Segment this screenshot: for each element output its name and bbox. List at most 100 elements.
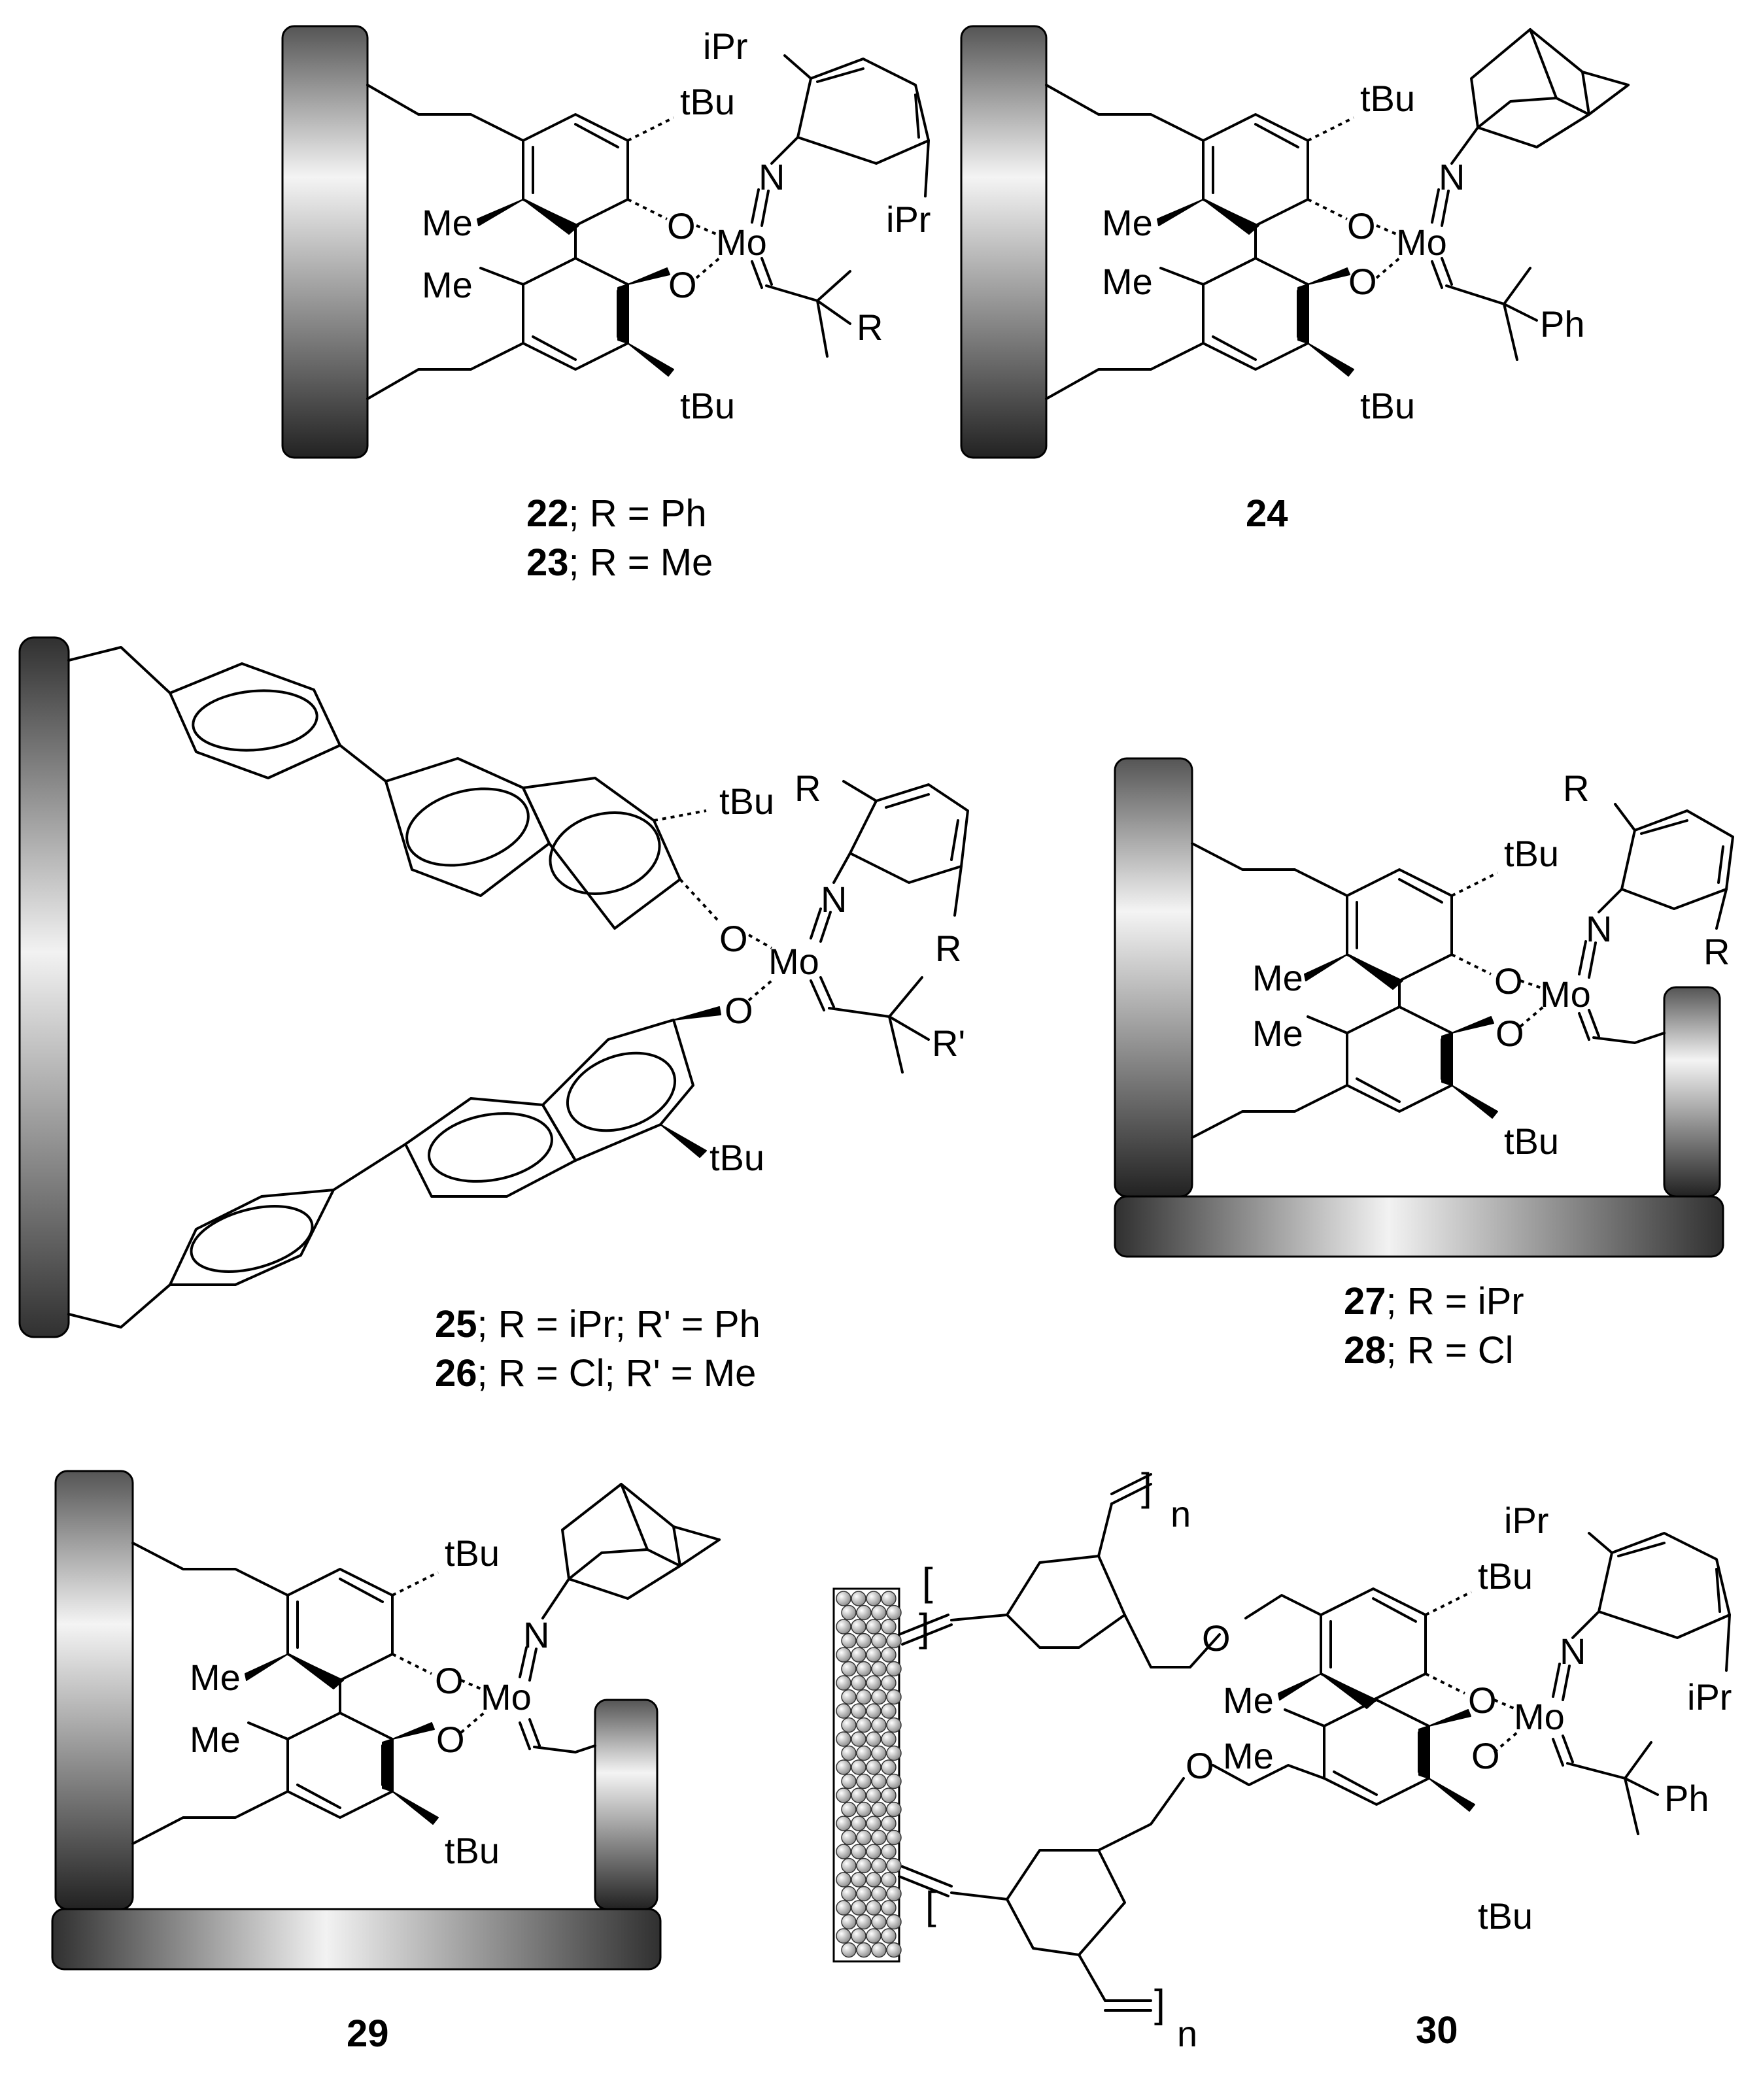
svg-text:]: ] bbox=[919, 1606, 930, 1650]
label-ipr: iPr bbox=[886, 199, 931, 240]
tether-bar bbox=[51, 1908, 662, 1971]
silica-particle bbox=[871, 1942, 887, 1958]
silica-particle bbox=[856, 1801, 872, 1818]
label-me: Me bbox=[422, 264, 473, 305]
silica-particle bbox=[886, 1857, 902, 1874]
silica-particle bbox=[881, 1872, 897, 1888]
silica-particle bbox=[836, 1844, 851, 1859]
label-r: R bbox=[795, 768, 821, 809]
label-tbu: tBu bbox=[445, 1533, 500, 1574]
label-o: O bbox=[435, 1660, 464, 1701]
silica-particle bbox=[841, 1604, 857, 1621]
silica-particle bbox=[886, 1829, 902, 1846]
silica-particle bbox=[886, 1886, 902, 1902]
label-me: Me bbox=[1102, 202, 1153, 243]
caption-27: 27; R = iPr bbox=[1344, 1280, 1524, 1323]
silica-particle bbox=[871, 1717, 887, 1733]
label-me: Me bbox=[1223, 1680, 1274, 1721]
silica-particle bbox=[856, 1689, 872, 1705]
silica-particle bbox=[866, 1591, 881, 1606]
silica-particle bbox=[886, 1633, 902, 1649]
caption-29: 29 bbox=[347, 2012, 389, 2055]
silica-particle bbox=[866, 1900, 881, 1916]
label-o: O bbox=[1496, 1013, 1524, 1054]
silica-particle bbox=[856, 1829, 872, 1846]
label-o-ether: O bbox=[1186, 1745, 1214, 1786]
silica-particle bbox=[836, 1703, 851, 1719]
silica-particle bbox=[871, 1633, 887, 1649]
silica-particle bbox=[836, 1619, 851, 1634]
label-o: O bbox=[1494, 960, 1523, 1002]
silica-particle bbox=[886, 1661, 902, 1677]
structure-30: ] [ ] n O [ ] n O bbox=[832, 1465, 1732, 2054]
label-tbu: tBu bbox=[1478, 1555, 1533, 1597]
label-n: N bbox=[759, 156, 785, 197]
tether-bar bbox=[960, 25, 1048, 459]
silica-particle bbox=[836, 1787, 851, 1803]
label-mo: Mo bbox=[1396, 222, 1447, 263]
label-o: O bbox=[668, 264, 697, 305]
silica-particle bbox=[856, 1717, 872, 1733]
silica-particle bbox=[881, 1844, 897, 1859]
silica-particle bbox=[841, 1886, 857, 1902]
silica-particle bbox=[856, 1745, 872, 1761]
silica-particle bbox=[851, 1703, 866, 1719]
silica-particle bbox=[836, 1900, 851, 1916]
silica-particle bbox=[881, 1900, 897, 1916]
silica-particle bbox=[871, 1689, 887, 1705]
label-ipr: iPr bbox=[703, 25, 747, 67]
structure-22-23: iPr tBu N iPr O Mo Me Me O R tBu 22; R =… bbox=[281, 25, 931, 584]
svg-text:]: ] bbox=[1154, 1982, 1165, 2025]
surface-particles bbox=[836, 1591, 902, 1958]
silica-particle bbox=[866, 1759, 881, 1775]
silica-particle bbox=[841, 1801, 857, 1818]
silica-particle bbox=[851, 1872, 866, 1888]
label-ph: Ph bbox=[1540, 303, 1585, 345]
label-n: N bbox=[1586, 908, 1612, 949]
silica-particle bbox=[856, 1857, 872, 1874]
label-mo: Mo bbox=[481, 1676, 532, 1718]
silica-particle bbox=[841, 1857, 857, 1874]
silica-particle bbox=[841, 1689, 857, 1705]
caption-25: 25; R = iPr; R' = Ph bbox=[435, 1303, 761, 1346]
svg-text:]: ] bbox=[1141, 1465, 1152, 1509]
label-o: O bbox=[1471, 1735, 1500, 1776]
caption-24: 24 bbox=[1246, 492, 1288, 535]
silica-particle bbox=[881, 1928, 897, 1944]
tether-bar bbox=[1114, 1195, 1724, 1258]
structure-24: tBu N O Mo Me Me O Ph tBu 24 bbox=[960, 25, 1630, 535]
tether-bar bbox=[594, 1699, 658, 1910]
silica-particle bbox=[851, 1844, 866, 1859]
silica-particle bbox=[856, 1604, 872, 1621]
silica-particle bbox=[841, 1914, 857, 1930]
silica-particle bbox=[841, 1717, 857, 1733]
label-ipr: iPr bbox=[1687, 1676, 1732, 1718]
label-mo: Mo bbox=[1514, 1696, 1565, 1737]
silica-particle bbox=[881, 1675, 897, 1691]
label-tbu: tBu bbox=[1360, 78, 1415, 119]
silica-particle bbox=[856, 1633, 872, 1649]
caption-28: 28; R = Cl bbox=[1344, 1329, 1514, 1372]
label-o: O bbox=[667, 205, 696, 246]
silica-particle bbox=[851, 1619, 866, 1634]
silica-particle bbox=[881, 1787, 897, 1803]
silica-particle bbox=[856, 1942, 872, 1958]
silica-particle bbox=[886, 1745, 902, 1761]
silica-particle bbox=[841, 1773, 857, 1789]
label-tbu: tBu bbox=[1360, 385, 1415, 426]
silica-particle bbox=[866, 1703, 881, 1719]
label-me: Me bbox=[1252, 957, 1303, 998]
label-n-repeat: n bbox=[1177, 2013, 1197, 2054]
silica-particle bbox=[836, 1759, 851, 1775]
silica-particle bbox=[866, 1675, 881, 1691]
silica-particle bbox=[836, 1872, 851, 1888]
silica-particle bbox=[871, 1745, 887, 1761]
silica-particle bbox=[871, 1857, 887, 1874]
silica-particle bbox=[836, 1928, 851, 1944]
silica-particle bbox=[856, 1661, 872, 1677]
label-o: O bbox=[725, 990, 753, 1031]
silica-particle bbox=[866, 1647, 881, 1663]
silica-particle bbox=[881, 1647, 897, 1663]
label-me: Me bbox=[190, 1657, 241, 1698]
silica-particle bbox=[841, 1661, 857, 1677]
